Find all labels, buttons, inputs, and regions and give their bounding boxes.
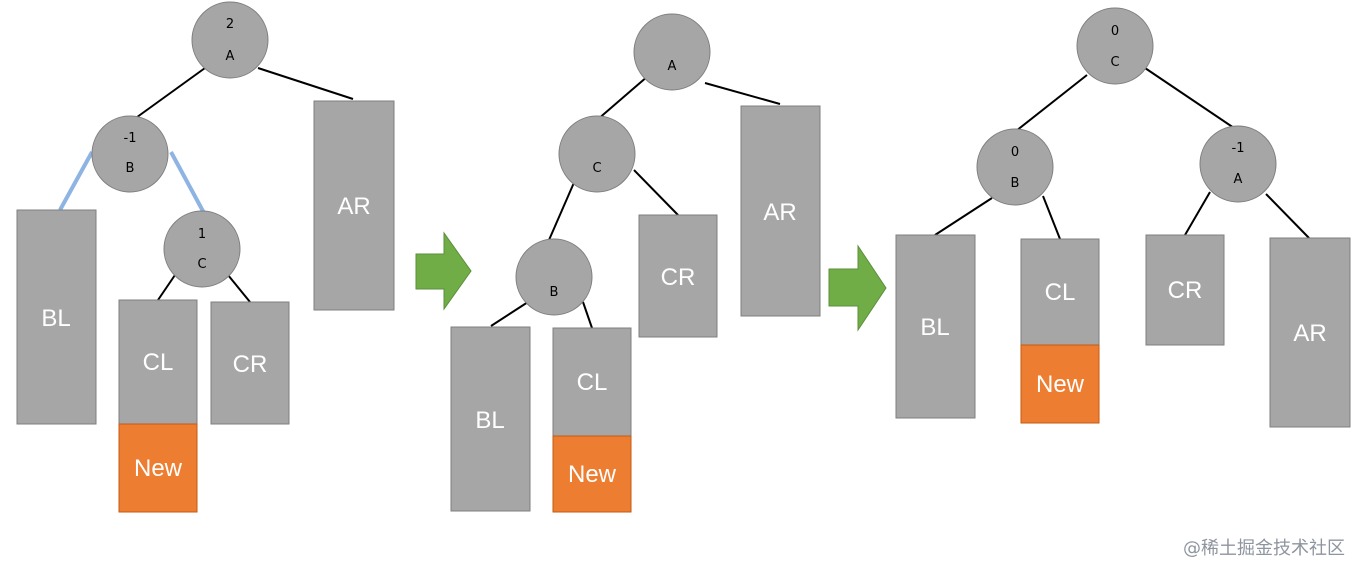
edge-b-cl (1042, 195, 1061, 240)
edge-c-a (1144, 67, 1235, 129)
subtree-cl (118, 299, 198, 425)
node-a-label: A (226, 49, 235, 64)
node-a-balance: 2 (226, 17, 234, 32)
node-b-label: B (1011, 176, 1020, 191)
new-node-box (1020, 344, 1100, 424)
edge-c-b (548, 177, 577, 241)
subtree-ar (313, 100, 395, 311)
node-a (633, 13, 711, 91)
node-b (91, 115, 169, 193)
edge-a-cr (1184, 191, 1211, 236)
subtree-cl-label: CL (577, 369, 608, 396)
edge-b-bl (58, 151, 94, 211)
subtree-ar-label: AR (1293, 320, 1326, 347)
edge-c-cr (227, 274, 251, 303)
subtree-cr (1145, 234, 1225, 346)
new-node-box (552, 435, 632, 513)
node-b-label: B (550, 285, 559, 300)
node-c-label: C (1110, 55, 1119, 70)
subtree-cr (638, 214, 718, 338)
subtree-bl-label: BL (920, 314, 949, 341)
diagram-1: BL CL New CR AR 2 A -1 B 1 C (16, 1, 395, 513)
node-c-label: C (197, 257, 206, 272)
subtree-cl-label: CL (143, 349, 174, 376)
subtree-ar (740, 105, 821, 317)
new-node-label: New (1036, 371, 1085, 398)
node-a-balance: -1 (1232, 141, 1245, 156)
subtree-cl-label: CL (1045, 279, 1076, 306)
node-a (191, 1, 269, 79)
edge-a-b (132, 67, 206, 121)
subtree-ar (1269, 237, 1351, 428)
edge-c-cr (633, 169, 679, 216)
subtree-bl (16, 209, 97, 425)
watermark: @稀土掘金技术社区 (1183, 538, 1345, 559)
node-b (976, 128, 1054, 206)
green-right-arrow-icon (415, 231, 472, 311)
subtree-bl-label: BL (41, 305, 70, 332)
subtree-cr-label: CR (233, 351, 268, 378)
edge-b-c (169, 151, 206, 214)
edge-c-cl (157, 274, 176, 301)
subtree-bl (450, 326, 531, 512)
subtree-cl (1020, 238, 1100, 346)
edge-c-b (1015, 74, 1088, 132)
new-node-label: New (568, 461, 617, 488)
subtree-ar-label: AR (337, 193, 370, 220)
node-b (515, 238, 593, 316)
edge-b-bl (934, 197, 993, 236)
green-right-arrow-icon (828, 244, 887, 332)
node-c-balance: 0 (1111, 24, 1119, 39)
edge-a-ar (704, 82, 781, 105)
edge-a-c (596, 75, 649, 121)
subtree-cr (210, 301, 290, 425)
subtree-cr-label: CR (1168, 277, 1203, 304)
edge-a-ar (257, 67, 354, 100)
node-b-balance: 0 (1011, 145, 1019, 160)
edge-b-cl (582, 301, 593, 329)
node-c (558, 115, 636, 193)
edge-b-bl (490, 301, 529, 327)
node-a-label: A (1234, 172, 1243, 187)
node-a-label: A (668, 59, 677, 74)
node-c-label: C (592, 161, 601, 176)
new-node-box (118, 423, 198, 513)
node-c (163, 210, 241, 288)
diagram-2: BL CL New CR AR A C B (450, 13, 821, 513)
node-b-balance: -1 (124, 131, 137, 146)
node-c (1076, 7, 1154, 85)
node-c-balance: 1 (198, 227, 206, 242)
node-b-label: B (126, 161, 135, 176)
subtree-bl (895, 234, 976, 419)
diagram-3: BL CL New CR AR 0 C 0 B -1 A (895, 7, 1351, 428)
edge-a-ar (1265, 193, 1310, 239)
new-node-label: New (134, 455, 183, 482)
subtree-bl-label: BL (475, 407, 504, 434)
subtree-ar-label: AR (763, 199, 796, 226)
node-a (1199, 125, 1277, 203)
subtree-cr-label: CR (661, 264, 696, 291)
